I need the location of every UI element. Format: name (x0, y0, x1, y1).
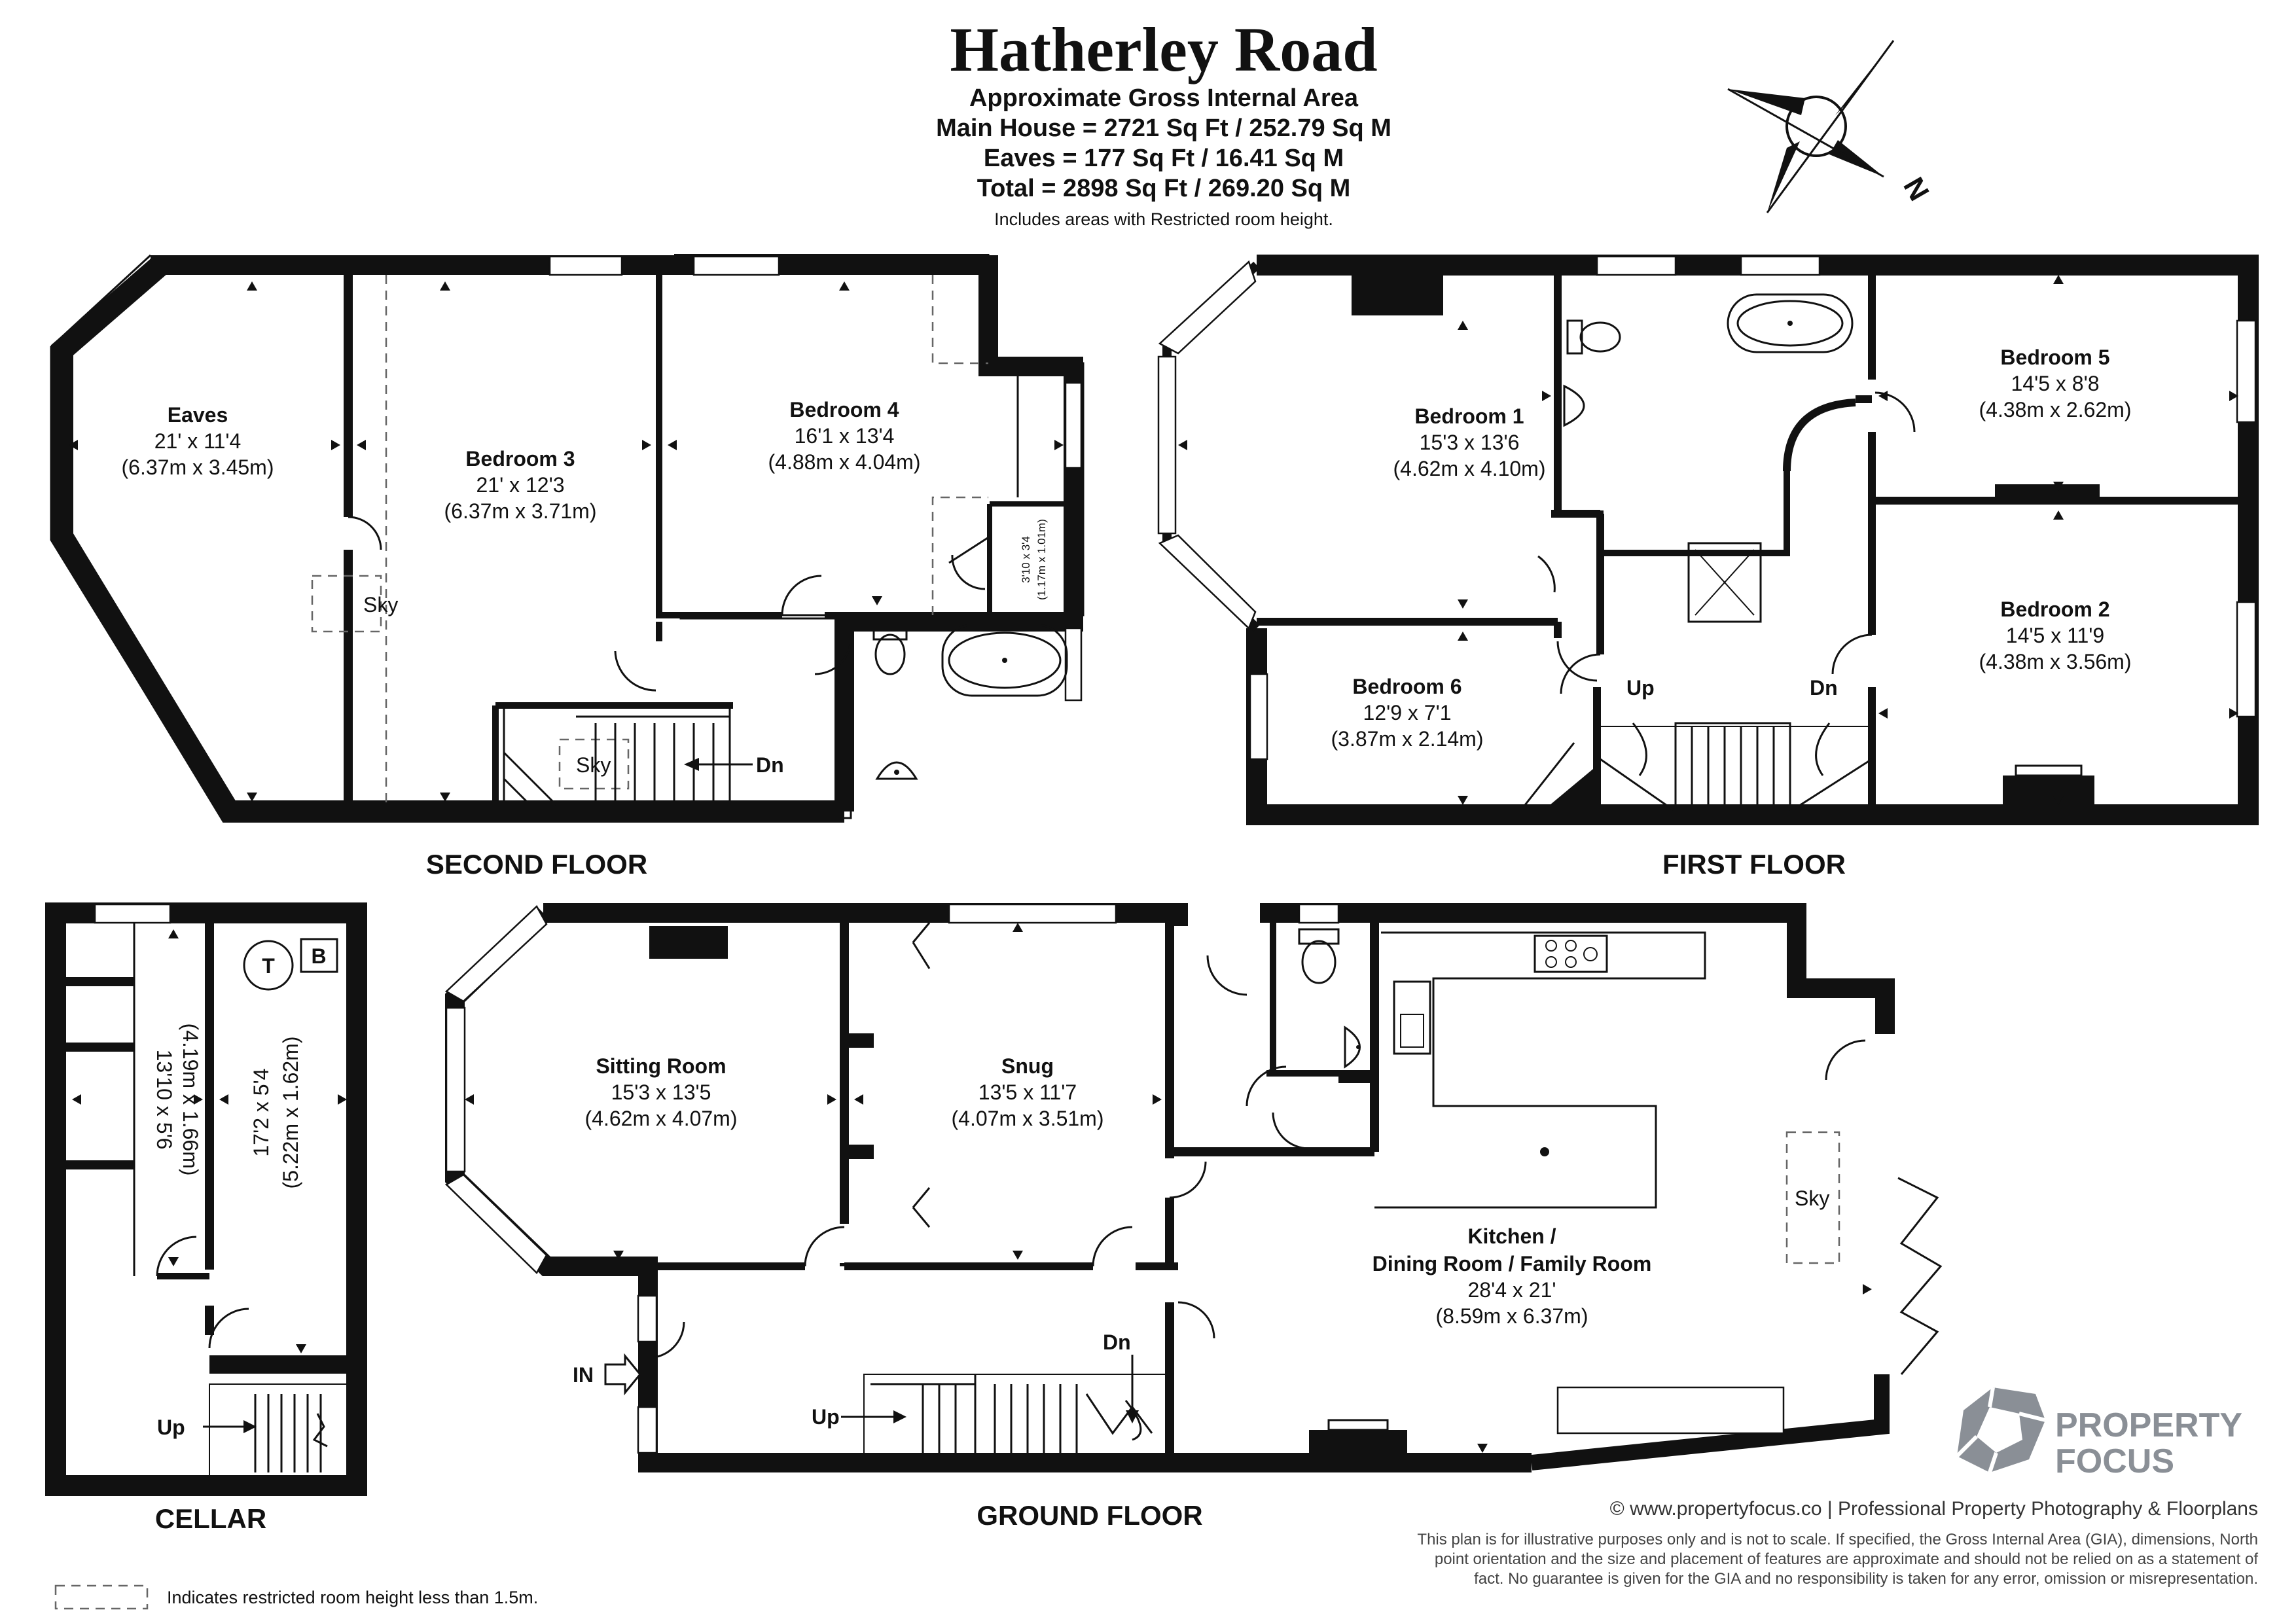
sky-label-eaves: Sky (363, 593, 398, 616)
eaves-imperial: 21' x 11'4 (154, 429, 242, 453)
logo-text-1: PROPERTY (2055, 1406, 2242, 1444)
restricted-note: Includes areas with Restricted room heig… (994, 209, 1333, 229)
bedroom2-name: Bedroom 2 (2000, 597, 2109, 621)
bedroom2-metric: (4.38m x 3.56m) (1979, 650, 2132, 673)
up-label-cellar: Up (157, 1416, 185, 1439)
credit-text: © www.propertyfocus.co | Professional Pr… (1610, 1498, 2258, 1520)
bedroom6-metric: (3.87m x 2.14m) (1331, 727, 1484, 751)
kitchen-name-line1: Kitchen / (1467, 1224, 1556, 1248)
logo-text-2: FOCUS (2055, 1442, 2174, 1480)
snug-metric: (4.07m x 3.51m) (952, 1107, 1104, 1130)
cellar-b-metric: (5.22m x 1.62m) (279, 1037, 302, 1189)
bedroom5-metric: (4.38m x 2.62m) (1979, 398, 2132, 421)
eaves-name: Eaves (168, 403, 228, 427)
north-label: N (1897, 172, 1935, 206)
ground-floor-label: GROUND FLOOR (977, 1500, 1202, 1531)
footer: PROPERTY FOCUS © www.propertyfocus.co | … (54, 1387, 2258, 1610)
cellar-b-imperial: 17'2 x 5'4 (249, 1069, 273, 1157)
boiler-label: B (311, 944, 326, 968)
cupboard-imperial: 3'10 x 3'4 (1020, 536, 1032, 583)
first-floor-label: FIRST FLOOR (1662, 849, 1846, 880)
bedroom3-imperial: 21' x 12'3 (476, 473, 565, 497)
tank-label: T (262, 954, 275, 978)
bedroom6-name: Bedroom 6 (1352, 675, 1462, 698)
plan-title: Hatherley Road (950, 14, 1377, 84)
second-floor-label: SECOND FLOOR (426, 849, 647, 880)
area-subtitle: Approximate Gross Internal Area (969, 84, 1359, 112)
bedroom3-metric: (6.37m x 3.71m) (444, 499, 597, 523)
second-floor: Eaves 21' x 11'4 (6.37m x 3.45m) Bedroom… (50, 254, 1085, 880)
disclaimer-line3: fact. No guarantee is given for the GIA … (1474, 1570, 2258, 1588)
bedroom4-name: Bedroom 4 (789, 398, 899, 421)
eaves-area: Eaves = 177 Sq Ft / 16.41 Sq M (984, 145, 1344, 172)
dn-label-first: Dn (1810, 676, 1838, 700)
property-focus-logo-icon (1955, 1387, 2046, 1473)
eaves-metric: (6.37m x 3.45m) (122, 455, 274, 479)
cellar-a-metric: (4.19m x 1.66m) (179, 1024, 202, 1176)
cupboard-metric: (1.17m x 1.01m) (1035, 519, 1048, 600)
main-house-area: Main House = 2721 Sq Ft / 252.79 Sq M (936, 115, 1391, 142)
snug-name: Snug (1001, 1054, 1054, 1078)
sitting-room-name: Sitting Room (596, 1054, 726, 1078)
sky-label-stairs: Sky (576, 753, 611, 777)
cellar-a-imperial: 13'10 x 5'6 (152, 1050, 176, 1150)
kitchen-name-line2: Dining Room / Family Room (1372, 1252, 1652, 1275)
up-label-ground: Up (812, 1405, 840, 1429)
dn-label-ground: Dn (1103, 1330, 1131, 1354)
bedroom1-imperial: 15'3 x 13'6 (1420, 431, 1520, 454)
sitting-room-metric: (4.62m x 4.07m) (585, 1107, 738, 1130)
up-label-first: Up (1626, 676, 1655, 700)
restricted-legend-swatch (54, 1584, 149, 1610)
kitchen-metric: (8.59m x 6.37m) (1436, 1304, 1588, 1328)
bedroom2-imperial: 14'5 x 11'9 (2006, 624, 2104, 647)
ground-floor: Sitting Room 15'3 x 13'5 (4.62m x 4.07m)… (444, 903, 1943, 1531)
entrance-label: IN (573, 1363, 594, 1387)
total-area: Total = 2898 Sq Ft / 269.20 Sq M (977, 175, 1351, 202)
snug-imperial: 13'5 x 11'7 (978, 1080, 1077, 1104)
sitting-room-imperial: 15'3 x 13'5 (611, 1080, 711, 1104)
bedroom4-metric: (4.88m x 4.04m) (768, 450, 921, 474)
bedroom4-imperial: 16'1 x 13'4 (795, 424, 895, 448)
bedroom5-imperial: 14'5 x 8'8 (2011, 372, 2100, 395)
disclaimer-line1: This plan is for illustrative purposes o… (1417, 1531, 2258, 1548)
cellar-label: CELLAR (155, 1503, 266, 1534)
sky-label-kitchen: Sky (1795, 1186, 1829, 1210)
bedroom5-name: Bedroom 5 (2000, 346, 2109, 369)
cellar: T B 13'10 x 5'6 (4.19m x 1.66m) 17'2 x 5… (45, 902, 367, 1534)
compass-icon: N (1727, 40, 1935, 213)
restricted-legend-text: Indicates restricted room height less th… (167, 1588, 538, 1607)
dn-label-second: Dn (756, 753, 784, 777)
disclaimer-line2: point orientation and the size and place… (1435, 1550, 2258, 1568)
kitchen-imperial: 28'4 x 21' (1468, 1278, 1556, 1302)
bedroom6-imperial: 12'9 x 7'1 (1363, 701, 1452, 724)
bedroom3-name: Bedroom 3 (465, 447, 575, 471)
bedroom1-metric: (4.62m x 4.10m) (1393, 457, 1546, 480)
first-floor: Bedroom 1 15'3 x 13'6 (4.62m x 4.10m) Be… (1157, 255, 2259, 880)
bedroom1-name: Bedroom 1 (1414, 404, 1524, 428)
